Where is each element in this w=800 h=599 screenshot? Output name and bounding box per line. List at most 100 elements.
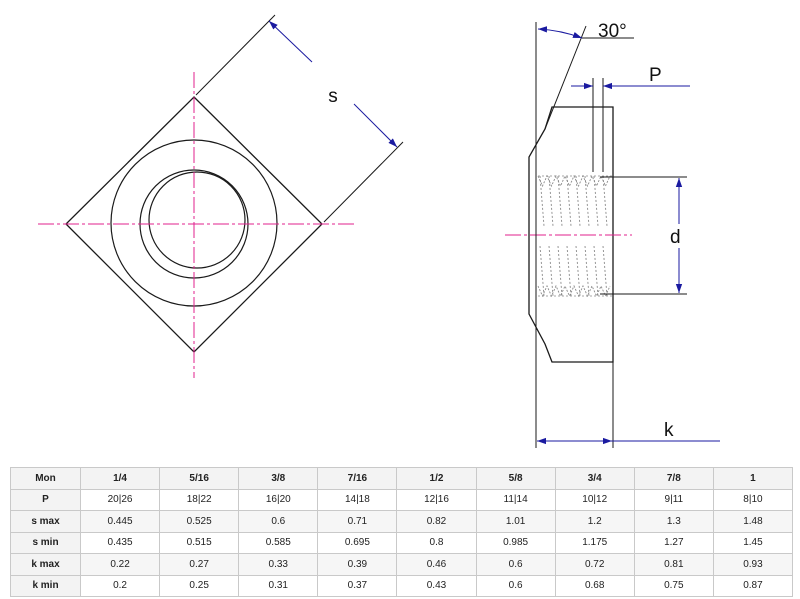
- size-header: 1/4: [79, 467, 161, 490]
- table-cell: 0.39: [317, 553, 398, 576]
- row-label: P: [10, 488, 81, 511]
- table-cell: 0.31: [238, 574, 319, 597]
- d-label: d: [670, 227, 681, 248]
- table-cell: 1.175: [554, 531, 635, 554]
- table-cell: 10|12: [554, 488, 635, 511]
- table-cell: 1.45: [712, 531, 794, 554]
- table-cell: 0.985: [475, 531, 556, 554]
- thread-line: [539, 175, 545, 227]
- top-view: s: [38, 14, 404, 378]
- table-cell: 20|26: [79, 488, 161, 511]
- size-header: 1/2: [396, 467, 477, 490]
- thread-line: [593, 175, 599, 227]
- p-label: P: [649, 65, 662, 86]
- table-cell: 0.68: [554, 574, 635, 597]
- table-cell: 16|20: [238, 488, 319, 511]
- chamfer-extension-line: [544, 25, 587, 130]
- row-label: k max: [10, 553, 81, 576]
- thread-line: [557, 245, 563, 297]
- table-cell: 1.2: [554, 510, 635, 533]
- table-cell: 0.8: [396, 531, 477, 554]
- table-cell: 1.3: [633, 510, 714, 533]
- table-cell: 1.01: [475, 510, 556, 533]
- table-cell: 0.82: [396, 510, 477, 533]
- table-cell: 0.695: [317, 531, 398, 554]
- thread-line: [575, 175, 581, 227]
- thread-line: [557, 175, 563, 227]
- size-header: 3/4: [554, 467, 635, 490]
- table-cell: 0.6: [475, 574, 556, 597]
- size-header: 5/16: [159, 467, 240, 490]
- size-header: 7/16: [317, 467, 398, 490]
- table-cell: 0.2: [79, 574, 161, 597]
- table-cell: 0.33: [238, 553, 319, 576]
- size-header: 3/8: [238, 467, 319, 490]
- table-cell: 0.6: [238, 510, 319, 533]
- nut-side-outline: [528, 106, 614, 363]
- table-cell: 0.93: [712, 553, 794, 576]
- table-cell: 0.71: [317, 510, 398, 533]
- s-dimension-arrow-1: [268, 20, 313, 63]
- row-label: s min: [10, 531, 81, 554]
- thread-line: [548, 175, 554, 227]
- thread-line: [584, 175, 590, 227]
- table-cell: 0.445: [79, 510, 161, 533]
- table-cell: 14|18: [317, 488, 398, 511]
- thread-line: [566, 245, 572, 297]
- thread-line: [575, 245, 581, 297]
- table-cell: 11|14: [475, 488, 556, 511]
- size-header: 1: [712, 467, 794, 490]
- size-header: 7/8: [633, 467, 714, 490]
- table-cell: 9|11: [633, 488, 714, 511]
- angle-arc: [537, 26, 583, 39]
- thread-line: [539, 245, 545, 297]
- thread-crest-line: [537, 284, 611, 298]
- table-cell: 0.25: [159, 574, 240, 597]
- table-cell: 0.72: [554, 553, 635, 576]
- thread-line: [566, 175, 572, 227]
- thread-line: [602, 175, 608, 227]
- table-cell: 0.6: [475, 553, 556, 576]
- table-cell: 1.27: [633, 531, 714, 554]
- table-cell: 0.75: [633, 574, 714, 597]
- square-nut-drawing: s 30° P d k: [38, 14, 720, 448]
- size-header: 5/8: [475, 467, 556, 490]
- table-cell: 0.515: [159, 531, 240, 554]
- s-label: s: [328, 86, 338, 107]
- thread-hatching: [537, 174, 612, 298]
- table-cell: 0.81: [633, 553, 714, 576]
- table-cell: 8|10: [712, 488, 794, 511]
- thread-line: [602, 245, 608, 297]
- k-label: k: [664, 420, 674, 441]
- thread-line: [593, 245, 599, 297]
- table-cell: 12|16: [396, 488, 477, 511]
- table-cell: 0.435: [79, 531, 161, 554]
- table-cell: 0.525: [159, 510, 240, 533]
- table-cell: 18|22: [159, 488, 240, 511]
- table-cell: 1.48: [712, 510, 794, 533]
- table-cell: 0.37: [317, 574, 398, 597]
- table-header-label: Mon: [10, 467, 81, 490]
- table-cell: 0.22: [79, 553, 161, 576]
- thread-line: [584, 245, 590, 297]
- row-label: s max: [10, 510, 81, 533]
- thread-line: [548, 245, 554, 297]
- s-dimension-arrow-2: [353, 103, 398, 148]
- s-extension-line-1: [195, 14, 276, 96]
- table-cell: 0.87: [712, 574, 794, 597]
- table-cell: 0.43: [396, 574, 477, 597]
- thread-minor-circle: [148, 171, 246, 269]
- angle-label: 30°: [598, 21, 627, 42]
- table-cell: 0.46: [396, 553, 477, 576]
- table-cell: 0.585: [238, 531, 319, 554]
- row-label: k min: [10, 574, 81, 597]
- table-cell: 0.27: [159, 553, 240, 576]
- s-extension-line-2: [323, 141, 404, 223]
